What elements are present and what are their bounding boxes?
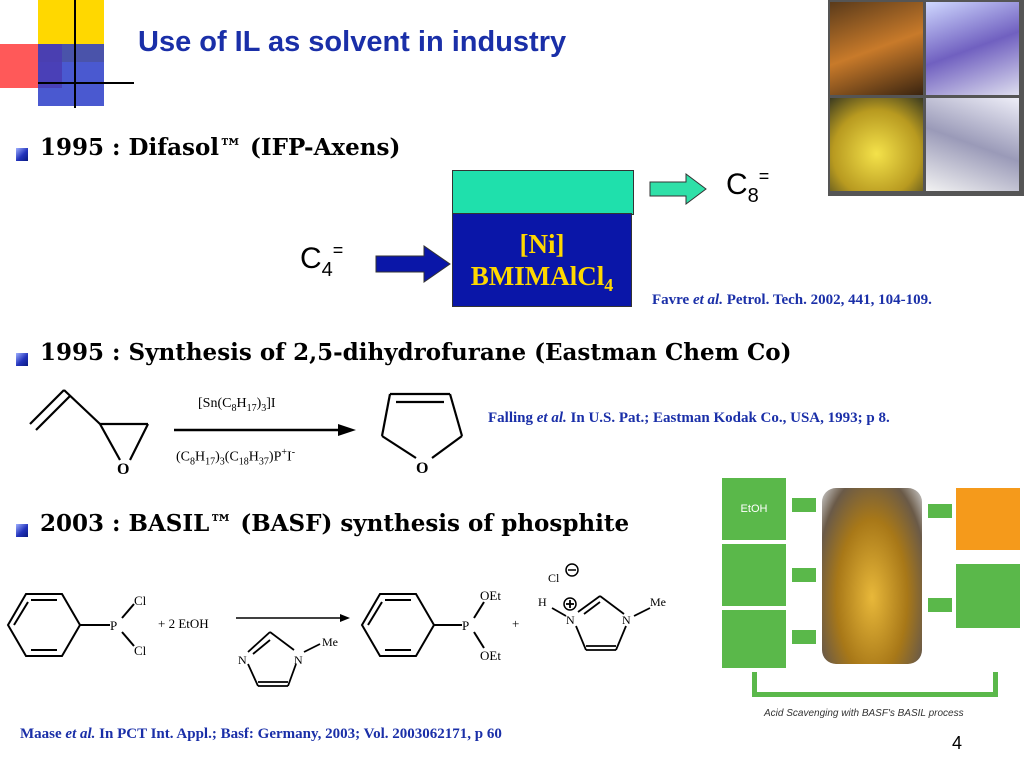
svg-text:N: N bbox=[238, 653, 247, 667]
page-number: 4 bbox=[951, 733, 962, 753]
bullet-eastman: 1995 : Synthesis of 2,5-dihydrofurane (E… bbox=[16, 339, 791, 372]
basil-box-etoh: EtOH bbox=[722, 478, 786, 540]
basil-box-phosphite bbox=[956, 488, 1020, 550]
catalyst-reagent-bottom: (C8H17)3(C18H37)P+I- bbox=[176, 447, 296, 468]
basil-box-dichlorophosphine bbox=[722, 544, 786, 606]
plus-sign: + bbox=[512, 616, 519, 631]
svg-text:P: P bbox=[462, 618, 469, 633]
epoxide-oxygen: O bbox=[117, 461, 129, 478]
svg-text:Cl: Cl bbox=[134, 643, 147, 658]
ethanol-reagent: + 2 EtOH bbox=[158, 616, 209, 631]
svg-text:N: N bbox=[622, 613, 631, 627]
benzene-ring-right bbox=[360, 593, 485, 657]
basil-arrow-4 bbox=[928, 504, 952, 518]
svg-text:Me: Me bbox=[650, 595, 666, 609]
svg-text:P: P bbox=[110, 618, 117, 633]
basil-box-ionic-liquid bbox=[956, 564, 1020, 628]
basil-box-imidazole bbox=[722, 610, 786, 668]
product-arrow bbox=[649, 173, 707, 205]
lab-photo-collage bbox=[828, 0, 1024, 196]
basil-arrow-5 bbox=[928, 598, 952, 612]
svg-text:OEt: OEt bbox=[480, 588, 501, 603]
svg-text:H: H bbox=[538, 595, 547, 609]
negative-charge-icon bbox=[565, 563, 579, 577]
basil-arrow-1 bbox=[792, 498, 816, 512]
section2-heading: 1995 : Synthesis of 2,5-dihydrofurane (E… bbox=[40, 339, 792, 366]
reference-favre: Favre et al. Petrol. Tech. 2002, 441, 10… bbox=[652, 292, 932, 308]
imidazolium-chloride-structure bbox=[551, 595, 651, 651]
section3-heading: 2003 : BASIL™ (BASF) synthesis of phosph… bbox=[40, 510, 630, 537]
svg-text:Me: Me bbox=[322, 635, 338, 649]
svg-text:N: N bbox=[294, 653, 303, 667]
basil-reactor-photo bbox=[822, 488, 922, 664]
basil-recycle-loop bbox=[752, 672, 998, 697]
basil-process-figure: EtOH Acid Scavenging with BASF's BASIL p… bbox=[718, 474, 1024, 724]
bullet-marker bbox=[16, 148, 28, 161]
basil-arrow-2 bbox=[792, 568, 816, 582]
section1-heading: 1995 : Difasol™ (IFP-Axens) bbox=[40, 134, 401, 161]
catalyst-reagent-top: [Sn(C8H17)3]I bbox=[198, 396, 276, 414]
svg-text:Cl: Cl bbox=[548, 571, 560, 585]
feed-c4-label: C4= bbox=[300, 240, 344, 281]
vinyl-epoxide-structure bbox=[29, 389, 149, 461]
reference-maase: Maase et al. In PCT Int. Appl.; Basf: Ge… bbox=[20, 726, 502, 742]
product-c8-label: C8= bbox=[726, 166, 770, 207]
slide-title: Use of IL as solvent in industry bbox=[138, 26, 567, 58]
basil-caption: Acid Scavenging with BASF's BASIL proces… bbox=[764, 708, 964, 719]
corner-decoration bbox=[0, 0, 140, 110]
bullet-difasol: 1995 : Difasol™ (IFP-Axens) bbox=[16, 134, 400, 167]
reference-falling: Falling et al. In U.S. Pat.; Eastman Kod… bbox=[488, 410, 890, 426]
bullet-marker bbox=[16, 524, 28, 537]
phosphite-synthesis-scheme: P Cl Cl + 2 EtOH N N Me P OEt OEt + bbox=[6, 563, 666, 687]
dihydrofuran-structure bbox=[380, 392, 464, 459]
reactor-catalyst: [Ni] bbox=[519, 229, 565, 259]
bullet-basil: 2003 : BASIL™ (BASF) synthesis of phosph… bbox=[16, 510, 629, 543]
reactor-upper-phase bbox=[452, 170, 634, 215]
epoxide-to-dihydrofuran-scheme: O O bbox=[29, 389, 464, 478]
svg-text:N: N bbox=[566, 613, 575, 627]
bullet-marker bbox=[16, 353, 28, 366]
methylimidazole-structure bbox=[247, 631, 321, 687]
reactor-solvent: BMIMAlCl4 bbox=[470, 261, 614, 295]
feed-arrow bbox=[375, 245, 451, 283]
svg-text:OEt: OEt bbox=[480, 648, 501, 663]
basil-arrow-3 bbox=[792, 630, 816, 644]
benzene-ring-left bbox=[6, 593, 135, 657]
dihydrofuran-oxygen: O bbox=[416, 460, 428, 477]
reactor-ionic-liquid-phase: [Ni] BMIMAlCl4 bbox=[452, 213, 632, 307]
svg-text:Cl: Cl bbox=[134, 593, 147, 608]
